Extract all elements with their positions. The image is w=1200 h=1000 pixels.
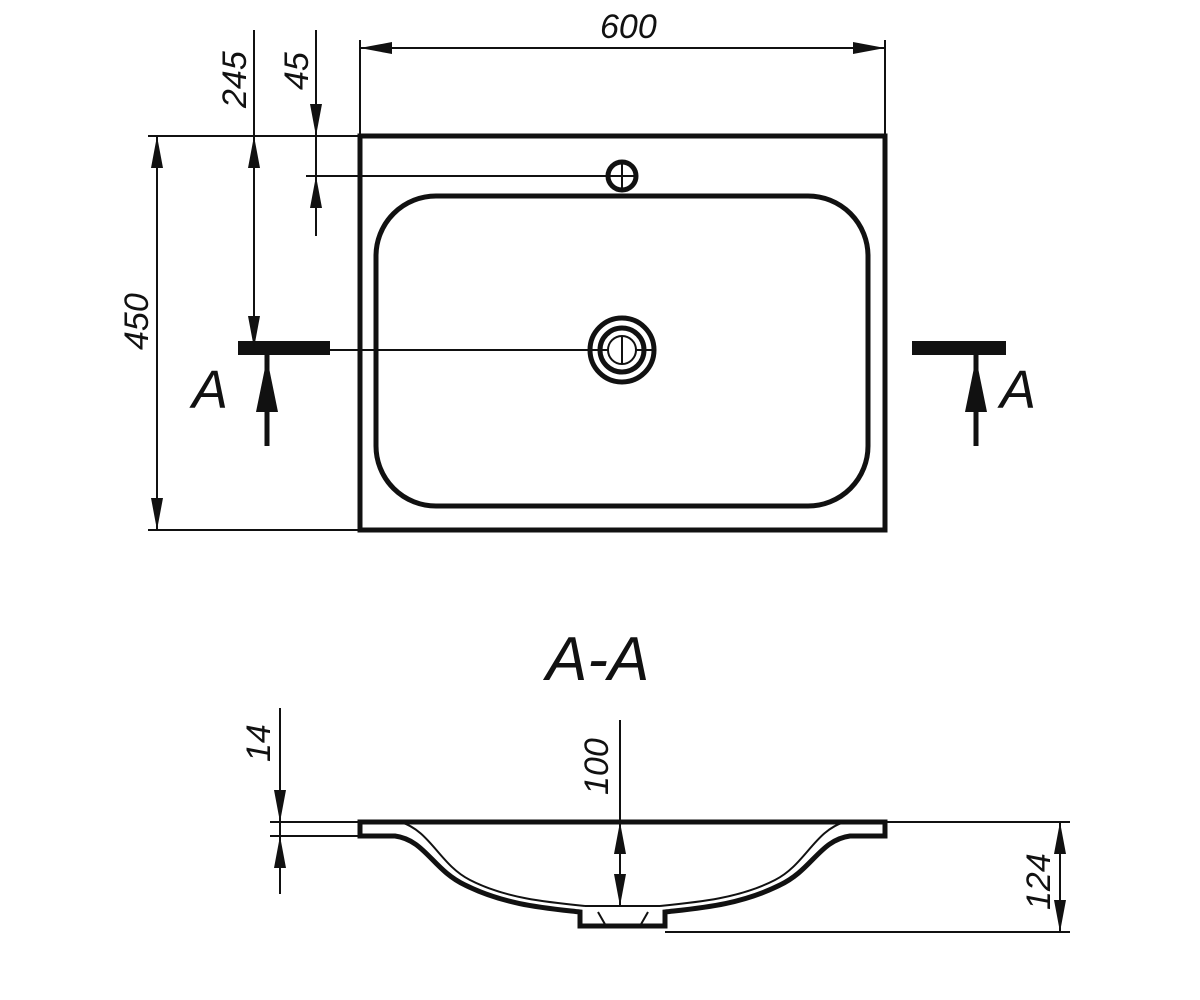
section-title: A-A — [542, 625, 649, 694]
dimension-width — [359, 40, 886, 136]
dimension-bowl-depth — [614, 720, 626, 906]
dimension-total-height-label: 124 — [1020, 853, 1058, 910]
basin-outline — [357, 133, 888, 533]
dimension-rim-label: 14 — [240, 724, 278, 762]
dimension-drain-offset — [248, 30, 260, 348]
top-view: A A 600 450 245 — [118, 8, 1036, 533]
dimension-depth-label: 450 — [118, 293, 156, 350]
dimension-width-label: 600 — [600, 8, 657, 46]
basin-section-profile — [357, 819, 888, 929]
dimension-total-height — [665, 821, 1070, 933]
tap-hole — [605, 159, 639, 193]
section-label-right: A — [997, 360, 1036, 420]
section-view: 14 100 124 — [240, 708, 1070, 933]
dimension-rim — [270, 708, 360, 894]
dimension-bowl-depth-label: 100 — [578, 738, 616, 795]
dimension-drain-offset-label: 245 — [216, 51, 254, 109]
section-mark-left — [238, 341, 330, 446]
dimension-tap-offset-label: 45 — [278, 52, 316, 90]
dimension-tap-offset — [306, 30, 608, 236]
section-mark-right — [912, 341, 1006, 446]
section-label-left: A — [189, 360, 228, 420]
dimension-depth — [148, 135, 360, 531]
